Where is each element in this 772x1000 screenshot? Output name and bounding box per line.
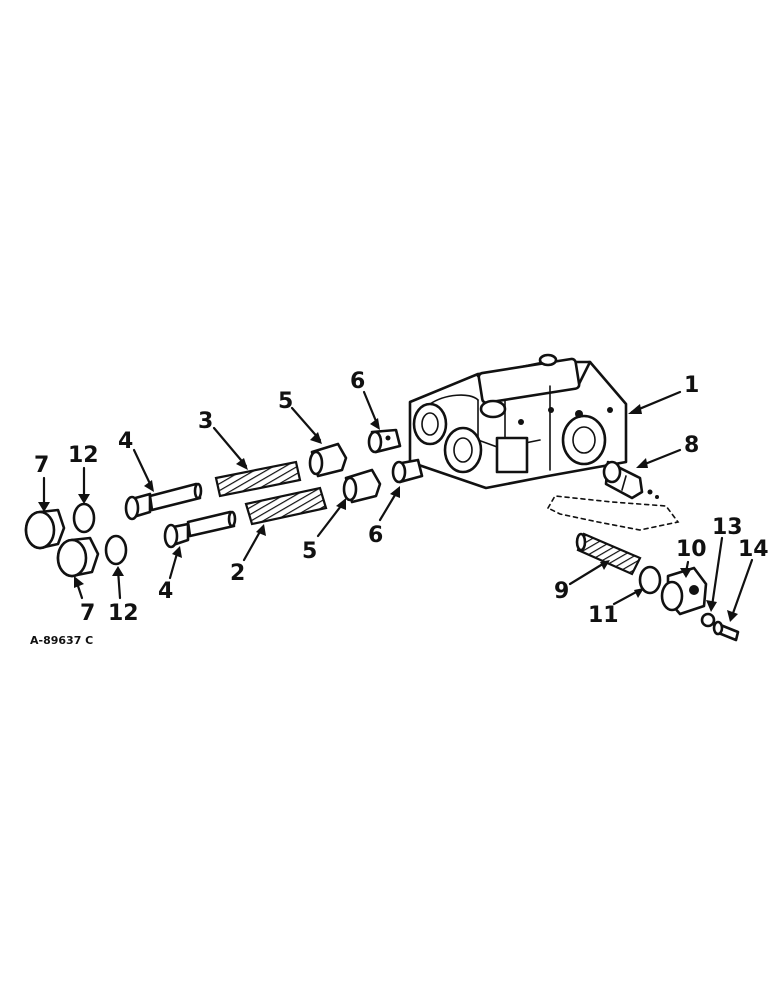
screw [712,620,740,642]
callout-7-lower: 7 [80,601,95,626]
callout-9: 9 [554,579,569,604]
callout-7-upper: 7 [34,453,49,478]
spring-lower [244,486,328,526]
dashed-guide-line [546,495,680,531]
o-ring-11 [638,565,662,595]
callout-11: 11 [588,603,619,628]
callout-8: 8 [684,433,699,458]
poppet-lower [342,468,382,504]
callout-6-lower: 6 [368,523,383,548]
callout-10: 10 [676,537,707,562]
callout-3: 3 [198,409,213,434]
seat-lower [391,458,424,484]
o-ring-12-upper [72,502,96,534]
plug-lower [56,536,100,578]
callout-2: 2 [230,561,245,586]
callout-5-lower: 5 [302,539,317,564]
callout-5-upper: 5 [278,389,293,414]
callout-14: 14 [738,537,769,562]
valve-body [408,353,628,490]
callout-6-upper: 6 [350,369,365,394]
callout-4-upper: 4 [118,429,133,454]
callout-labels: 1 8 3 2 4 4 5 5 6 6 7 7 12 12 9 11 10 13… [34,369,769,628]
callout-12-lower: 12 [108,601,139,626]
drawing-reference-code: A-89637 C [30,634,93,647]
washer [700,612,716,628]
plug-upper [24,508,66,550]
spool [602,460,659,500]
callout-12-upper: 12 [68,443,99,468]
piston-upper [124,482,203,521]
seat-upper [367,428,402,454]
spring-upper [214,460,302,498]
leader-lines [38,390,754,622]
relief-spring [575,532,642,576]
relief-plug [660,566,708,616]
piston-lower [163,510,237,549]
callout-1: 1 [684,373,699,398]
o-ring-12-lower [104,534,128,566]
callout-13: 13 [712,515,743,540]
poppet-upper [308,442,348,478]
callout-4-lower: 4 [158,579,173,604]
